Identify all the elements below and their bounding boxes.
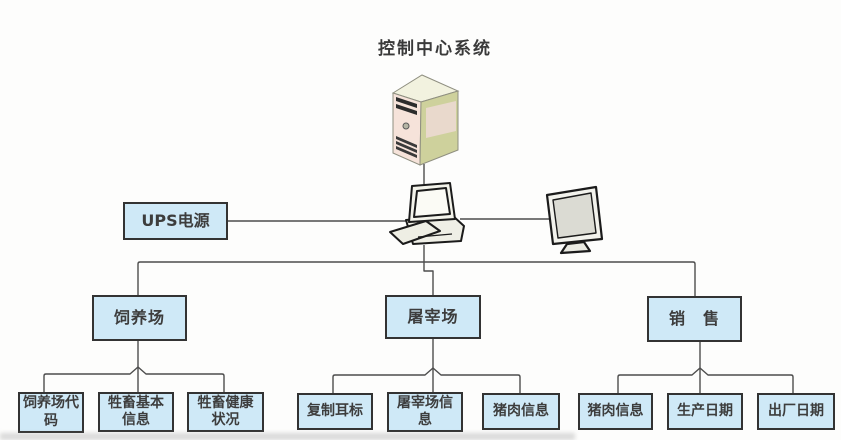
node-breeding-farm: 饲养场 bbox=[92, 295, 187, 341]
desktop-computer-icon bbox=[389, 182, 465, 245]
node-production-date: 生产日期 bbox=[667, 393, 743, 430]
child-label: 复制耳标 bbox=[307, 402, 363, 419]
scan-artifact bbox=[0, 433, 575, 440]
child-label: 生产日期 bbox=[677, 402, 733, 419]
child-label: 屠宰场信息 bbox=[397, 394, 453, 428]
trunk-line bbox=[137, 261, 696, 296]
child-label: 出厂日期 bbox=[768, 402, 824, 419]
child-label: 饲养场代码 bbox=[23, 395, 79, 429]
node-ups-power: UPS电源 bbox=[123, 202, 228, 240]
child-label: 牲畜基本信息 bbox=[108, 394, 164, 428]
node-ups-label: UPS电源 bbox=[141, 211, 210, 231]
left-fan bbox=[43, 366, 225, 392]
right-fan bbox=[617, 367, 794, 393]
mid-fan bbox=[332, 367, 521, 393]
child-label: 牲畜健康状况 bbox=[197, 394, 254, 428]
node-livestock-health: 牲畜健康状况 bbox=[187, 392, 264, 432]
server-tower-icon bbox=[391, 74, 460, 166]
branch-label: 销 售 bbox=[668, 309, 720, 329]
branch-label: 饲养场 bbox=[113, 308, 165, 328]
diagram-title: 控制中心系统 bbox=[378, 39, 492, 59]
node-livestock-basic-info: 牲畜基本信息 bbox=[98, 392, 174, 432]
node-slaughterhouse: 屠宰场 bbox=[385, 295, 481, 339]
line-workstation-down bbox=[423, 245, 434, 295]
flat-monitor-icon bbox=[545, 185, 604, 255]
connector-lines bbox=[43, 164, 794, 393]
node-pork-info-sales: 猪肉信息 bbox=[578, 393, 653, 430]
node-ship-date: 出厂日期 bbox=[757, 393, 835, 430]
node-copy-ear-tag: 复制耳标 bbox=[297, 393, 373, 430]
node-pork-info-mid: 猪肉信息 bbox=[482, 393, 560, 430]
node-sales: 销 售 bbox=[647, 296, 742, 342]
child-label: 猪肉信息 bbox=[493, 402, 549, 419]
child-label: 猪肉信息 bbox=[587, 402, 644, 419]
node-farm-code: 饲养场代码 bbox=[18, 392, 84, 433]
branch-label: 屠宰场 bbox=[407, 307, 459, 327]
node-slaughterhouse-info: 屠宰场信息 bbox=[387, 392, 463, 432]
